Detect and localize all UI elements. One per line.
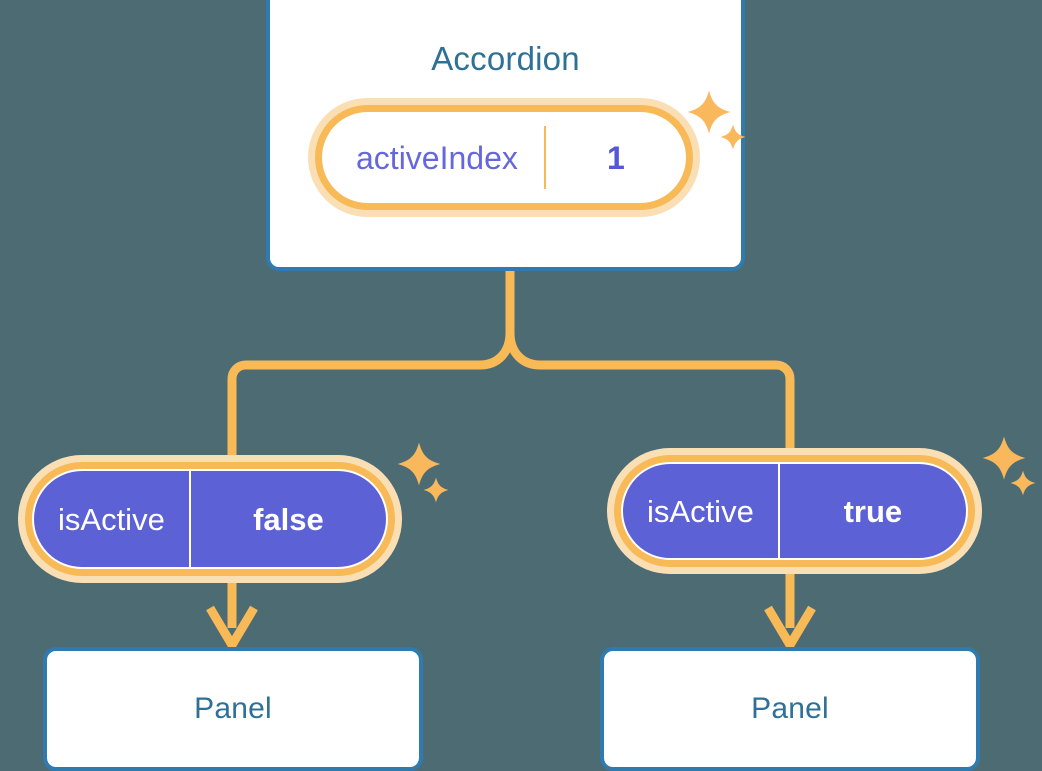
arrow-head-right	[764, 605, 816, 654]
state-pill-key: activeIndex	[356, 139, 518, 176]
prop-pill-value: false	[253, 501, 324, 537]
state-pill-active-index[interactable]: activeIndex 1	[308, 98, 700, 217]
panel-title-right: Panel	[751, 692, 829, 725]
pill-divider	[543, 126, 546, 189]
pill-body: isActive true	[621, 462, 968, 560]
pill-body: isActive false	[32, 469, 388, 569]
prop-pill-is-active-false[interactable]: isActive false	[18, 455, 402, 583]
accordion-title: Accordion	[431, 40, 580, 77]
state-pill-value: 1	[607, 139, 625, 176]
pill-divider	[188, 471, 191, 567]
arrow-head-left	[206, 605, 258, 654]
connector-fork	[227, 332, 515, 470]
panel-title-left: Panel	[194, 692, 272, 725]
connector-fork-right	[505, 332, 795, 470]
prop-pill-value: true	[843, 493, 903, 529]
prop-pill-key: isActive	[58, 501, 165, 537]
panel-component-card-right[interactable]: Panel	[600, 647, 980, 771]
prop-pill-key: isActive	[647, 493, 754, 529]
pill-body: activeIndex 1	[322, 112, 686, 203]
panel-component-card-left[interactable]: Panel	[43, 647, 423, 771]
pill-divider	[777, 464, 780, 558]
prop-pill-is-active-true[interactable]: isActive true	[607, 448, 982, 574]
